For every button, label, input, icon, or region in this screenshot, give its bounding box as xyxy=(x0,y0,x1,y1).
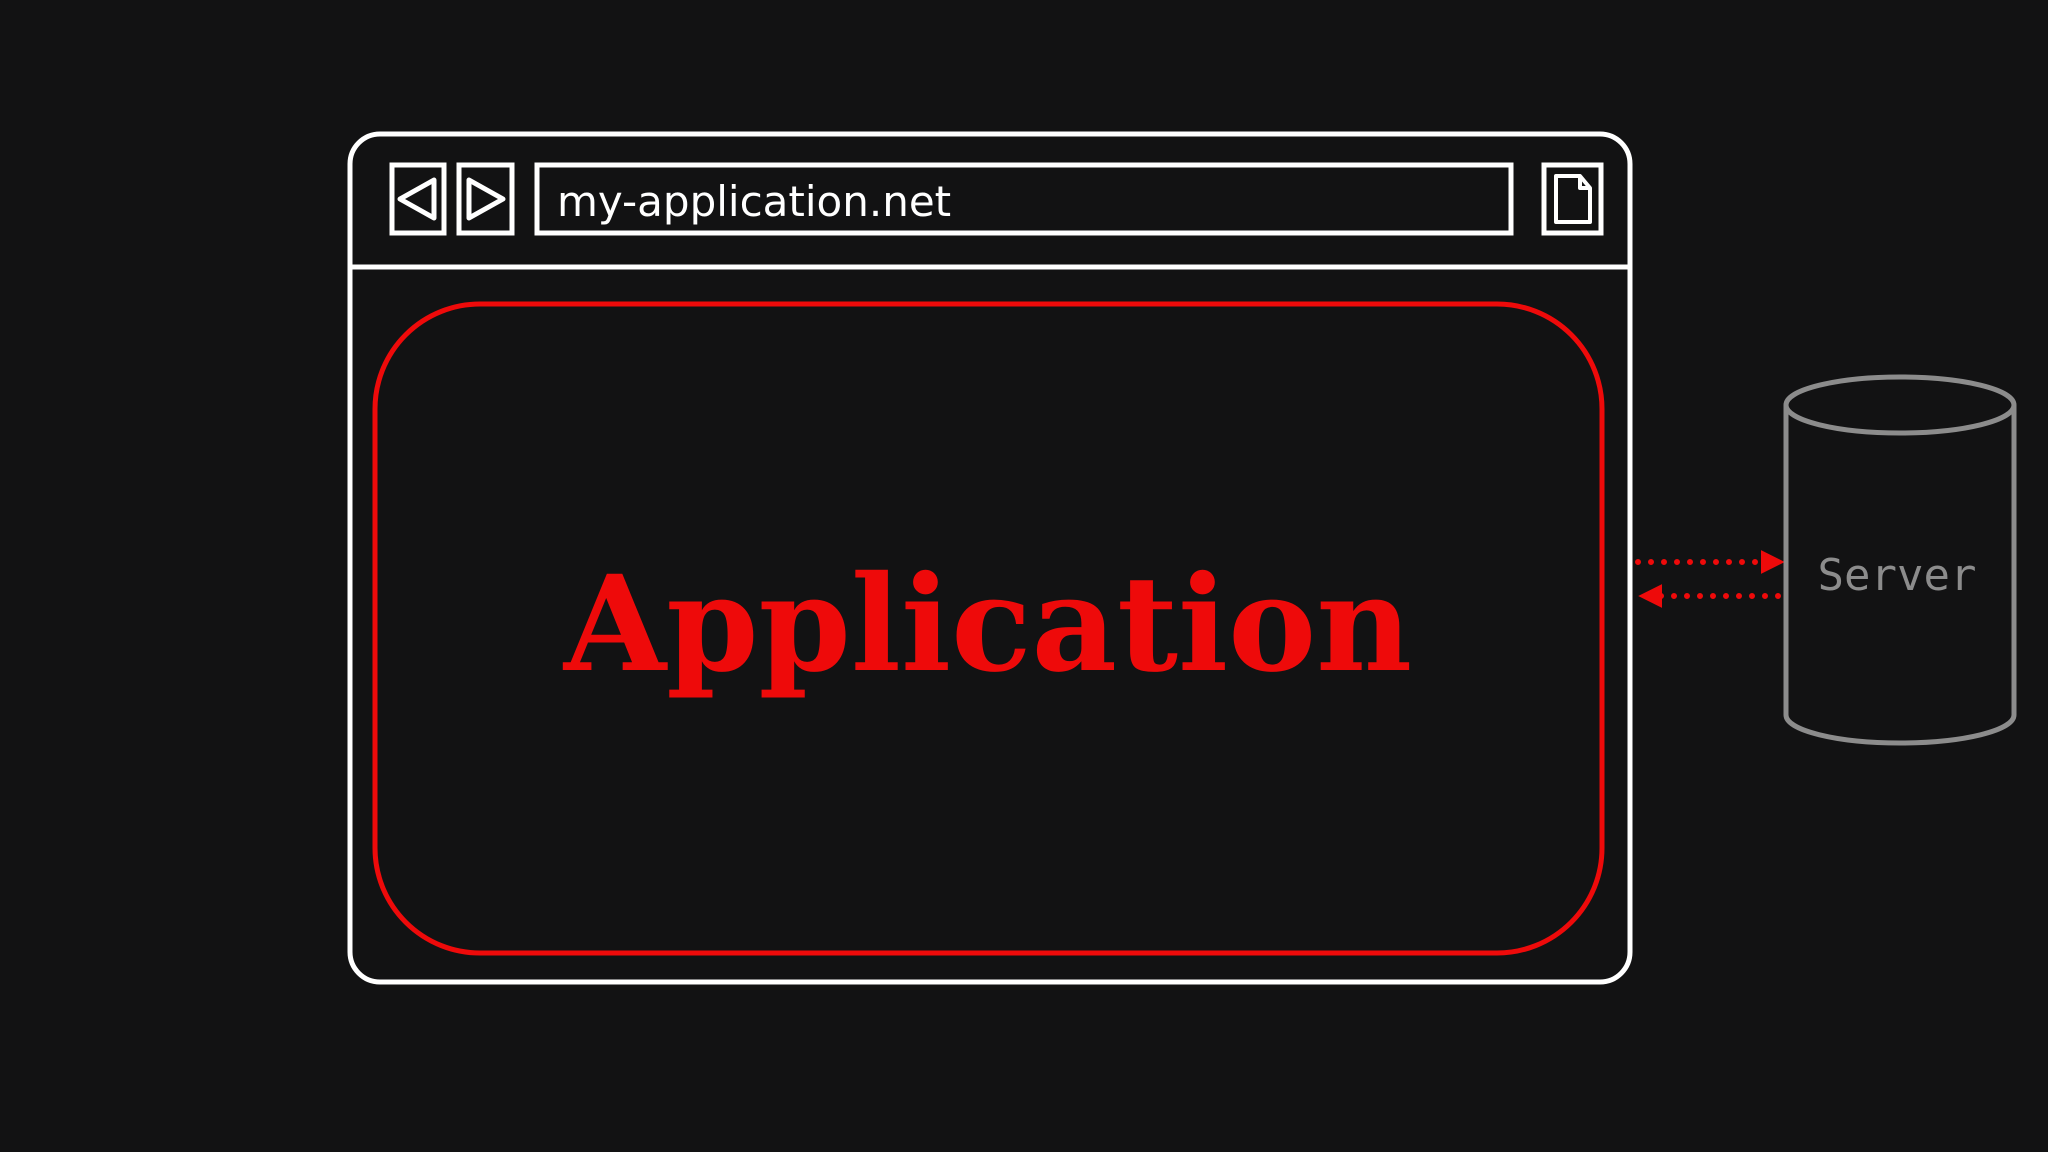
application-label: Application xyxy=(562,547,1412,702)
document-icon xyxy=(1554,174,1592,224)
page-button[interactable] xyxy=(1541,162,1604,236)
server-top xyxy=(1783,374,2017,436)
application-panel: Application xyxy=(372,301,1605,956)
triangle-right-icon xyxy=(466,177,506,221)
application-box xyxy=(372,301,1605,956)
back-button[interactable] xyxy=(389,162,447,236)
browser-frame xyxy=(347,131,1633,985)
connection-arrows xyxy=(1635,550,1785,608)
database-cylinder-icon xyxy=(1783,405,2017,746)
server-label: Server xyxy=(1818,550,1977,601)
address-bar[interactable]: my-application.net xyxy=(534,162,1514,236)
forward-button[interactable] xyxy=(456,162,515,236)
browser-window: my-application.net Application xyxy=(347,131,1633,985)
address-bar-url: my-application.net xyxy=(557,177,951,226)
server-node: Server xyxy=(1783,374,2017,746)
triangle-left-icon xyxy=(397,177,437,221)
